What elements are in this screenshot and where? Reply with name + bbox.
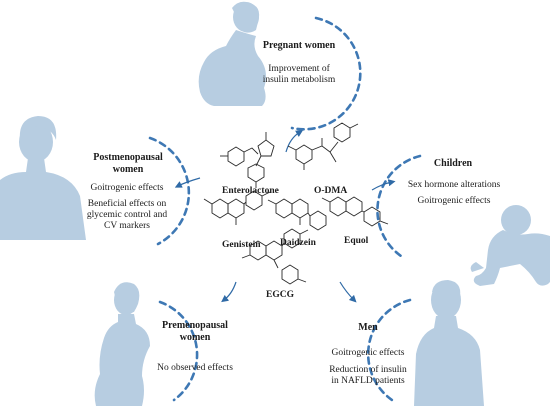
compound-egcg: EGCG	[266, 290, 294, 300]
daidzein-structure	[267, 198, 327, 231]
postmenopausal-effect-2: Beneficial effects on	[87, 199, 167, 209]
men-effect-3: in NAFLD patients	[331, 376, 405, 386]
egcg-structure	[241, 228, 309, 285]
arrow-postmenopausal	[174, 177, 201, 188]
postmenopausal-title-line-2: women	[112, 164, 144, 175]
compound-enterolactone: Enterolactone	[222, 186, 279, 196]
man-silhouette-icon	[414, 280, 484, 406]
baby-silhouette-icon	[470, 205, 550, 286]
premenopausal-title-line-2: women	[179, 332, 211, 343]
pregnant-title: Pregnant women	[262, 40, 336, 51]
compound-genistein: Genistein	[222, 240, 261, 250]
children-title: Children	[433, 158, 473, 169]
arrow-men	[339, 281, 357, 303]
postmenopausal-effect-4: CV markers	[104, 221, 150, 231]
dashed-arcs	[148, 16, 422, 402]
pregnant-effect-2: insulin metabolism	[262, 75, 336, 85]
pregnant-woman-silhouette-icon	[198, 1, 266, 106]
genistein-structure	[203, 190, 271, 225]
children-effect-1: Sex hormone alterations	[407, 180, 501, 190]
arrow-premenopausal	[221, 281, 237, 303]
postmenopausal-title-line-1: Postmenopausal	[93, 152, 163, 163]
enterolactone-structure	[220, 132, 275, 188]
children-arc	[376, 154, 422, 260]
premenopausal-title-line-1: Premenopausal	[162, 320, 228, 331]
men-effect-1: Goitrogenic effects	[331, 348, 405, 358]
men-arc	[366, 298, 412, 402]
postmenopausal-effect-1: Goitrogenic effects	[90, 183, 164, 193]
compound-daidzein: Daidzein	[280, 238, 316, 248]
postmenopausal-effect-3: glycemic control and	[86, 210, 168, 220]
postmenopausal-arc	[148, 136, 191, 246]
men-effect-2: Reduction of insulin	[329, 365, 407, 375]
pregnant-effect-1: Improvement of	[268, 64, 330, 74]
woman-silhouette-icon	[94, 282, 150, 406]
compound-odma: O-DMA	[314, 186, 348, 196]
equol-structure	[321, 196, 389, 227]
children-effect-2: Goitrogenic effects	[417, 196, 491, 206]
woman-bust-silhouette-icon	[0, 116, 86, 240]
premenopausal-arc	[158, 300, 199, 402]
pregnant-arc	[290, 16, 362, 131]
odma-structure	[287, 122, 359, 170]
arrows	[174, 130, 396, 303]
men-title: Men	[358, 322, 378, 333]
arrow-pregnant	[285, 130, 304, 153]
arrow-children	[371, 179, 396, 191]
premenopausal-effect-1: No observed effects	[157, 363, 233, 373]
chemical-structures	[203, 122, 389, 285]
compound-equol: Equol	[344, 236, 369, 246]
